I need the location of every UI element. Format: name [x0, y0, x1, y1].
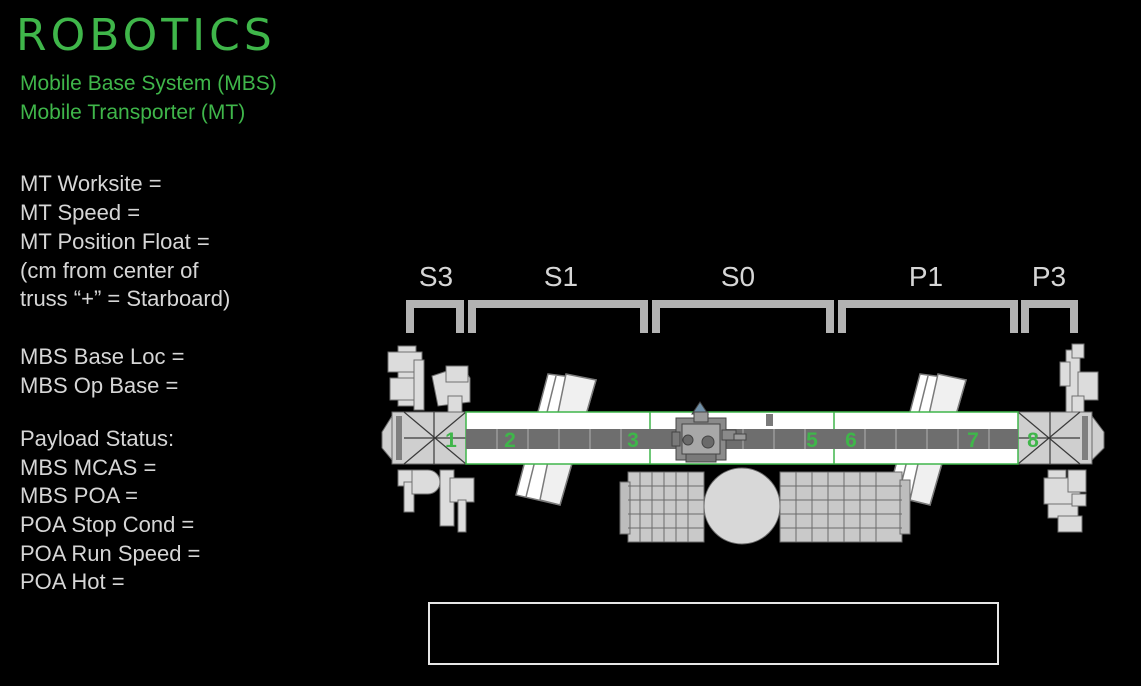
mobile-transporter-icon [671, 401, 747, 463]
mt-speed-label: MT Speed = [20, 200, 141, 225]
bracket-p1 [838, 300, 1018, 333]
p3-hardware-top [1059, 343, 1099, 415]
p3-hardware-bottom [1043, 469, 1087, 533]
worksite-numbers: 1 2 3 5 6 7 8 [445, 429, 1039, 452]
bracket-s3 [406, 300, 464, 333]
worksite-1: 1 [445, 429, 457, 452]
worksite-8: 8 [1027, 429, 1039, 452]
subtitle-mt: Mobile Transporter (MT) [20, 101, 246, 124]
page-title: ROBOTICS [16, 10, 276, 61]
poa-hot-label: POA Hot = [20, 569, 125, 594]
worksite-6: 6 [845, 429, 857, 452]
worksite-2: 2 [504, 429, 516, 452]
mt-position-float-label: MT Position Float = [20, 229, 210, 254]
s3-hardware-top [387, 345, 471, 413]
segment-label-s1: S1 [544, 261, 578, 292]
mbs-op-base-label: MBS Op Base = [20, 373, 179, 398]
node-module [703, 467, 781, 545]
segment-label-p3: P3 [1032, 261, 1066, 292]
segment-label-s0: S0 [721, 261, 755, 292]
payload-status-label: Payload Status: [20, 426, 175, 451]
mt-worksite-label: MT Worksite = [20, 171, 162, 196]
bracket-p3 [1021, 300, 1078, 333]
segment-brackets [406, 300, 1078, 333]
s3-hardware-bottom [397, 469, 475, 533]
mbs-mcas-label: MBS MCAS = [20, 455, 157, 480]
mbs-poa-label: MBS POA = [20, 483, 138, 508]
poa-stop-cond-label: POA Stop Cond = [20, 512, 195, 537]
destiny-module [779, 471, 911, 543]
mt-position-note-line1: (cm from center of [20, 258, 199, 283]
status-message-box [428, 602, 999, 665]
worksite-3: 3 [627, 429, 639, 452]
worksite-7: 7 [967, 429, 979, 452]
p3-truss-end [1017, 411, 1105, 465]
lab-module [619, 471, 705, 543]
segment-label-p1: P1 [909, 261, 943, 292]
worksite-5: 5 [806, 429, 818, 452]
mbs-base-loc-label: MBS Base Loc = [20, 344, 185, 369]
segment-label-s3: S3 [419, 261, 453, 292]
mt-position-note-line2: truss “+” = Starboard) [20, 286, 231, 311]
bracket-s1 [468, 300, 648, 333]
poa-run-speed-label: POA Run Speed = [20, 541, 201, 566]
s3-truss-end [381, 411, 467, 465]
bracket-s0 [652, 300, 834, 333]
subtitle-mbs: Mobile Base System (MBS) [20, 72, 277, 95]
